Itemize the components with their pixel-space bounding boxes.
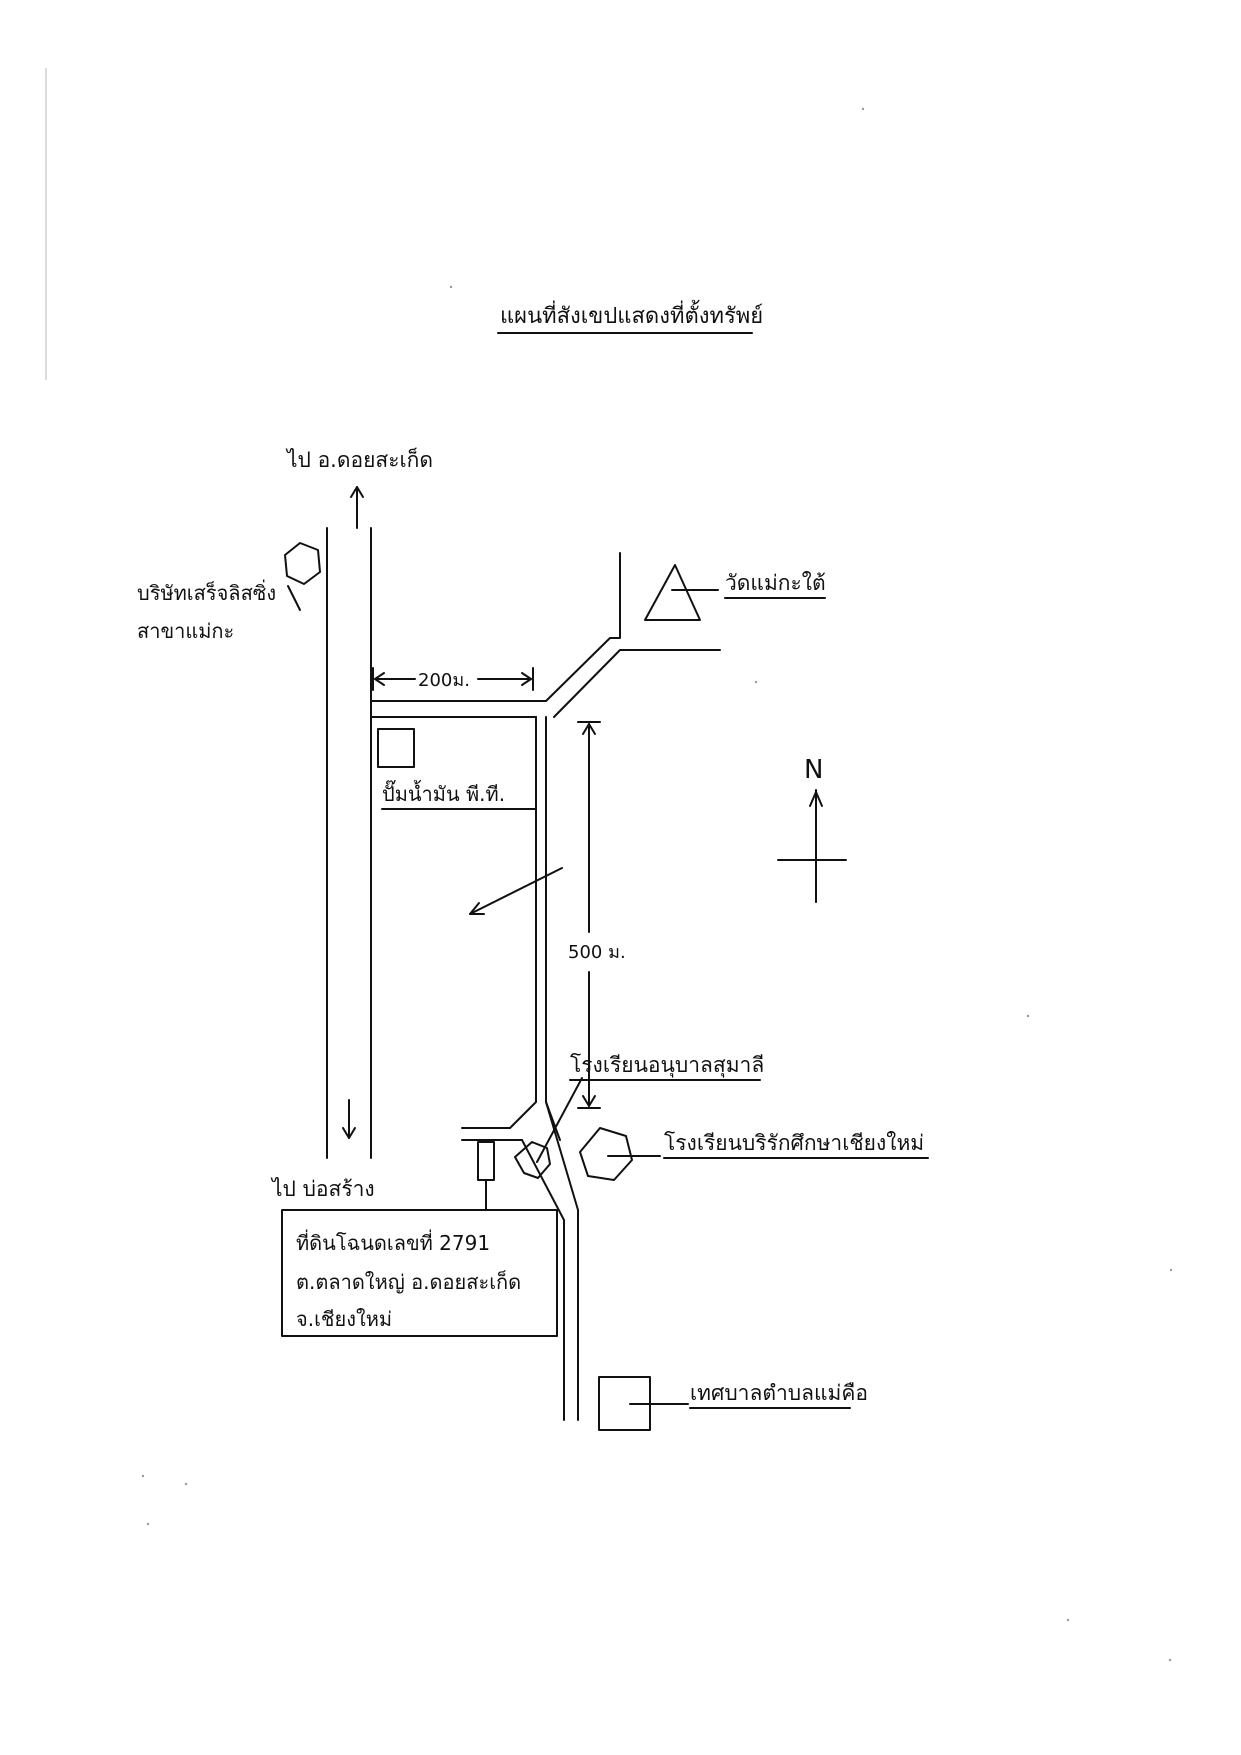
map-title: แผนที่สังเขปแสดงที่ตั้งทรัพย์ — [500, 300, 763, 329]
property-subdistrict-line: ต.ตลาดใหญ่ อ.ดอยสะเก็ด — [296, 1269, 521, 1294]
bank-label-line2: สาขาแม่กะ — [137, 619, 234, 643]
distance-500-label: 500 ม. — [568, 942, 626, 963]
main-road — [461, 716, 579, 1421]
municipality-label: เทศบาลตำบลแม่คือ — [690, 1381, 868, 1405]
north-arrow-icon — [350, 486, 364, 529]
temple-triangle-icon — [644, 564, 701, 621]
distance-500-marker — [577, 721, 601, 1109]
kindergarten-label: โรงเรียนอนุบาลสุมาลี — [570, 1053, 764, 1078]
compass-icon — [777, 789, 847, 903]
property-info-box — [281, 1209, 558, 1337]
property-province-line: จ.เชียงใหม่ — [296, 1307, 392, 1331]
hexagon-bank-icon — [284, 542, 321, 585]
school-hexagon-icon — [579, 1127, 633, 1181]
property-pointer-arrow-icon — [469, 867, 563, 915]
bank-label-line1: บริษัทเสร็จลิสซิ่ง — [137, 579, 276, 605]
south-road-label: ไป บ่อสร้าง — [270, 1177, 375, 1201]
temple-road — [545, 552, 721, 718]
connector-road — [370, 700, 547, 718]
distance-200-label: 200ม. — [418, 670, 470, 691]
school-label: โรงเรียนบริรักศึกษาเชียงใหม่ — [664, 1131, 924, 1155]
north-road-label: ไป อ.ดอยสะเก็ด — [285, 446, 433, 472]
distance-200-marker — [372, 667, 534, 691]
left-road — [326, 527, 372, 1159]
temple-label: วัดแม่กะใต้ — [725, 571, 826, 595]
gas-station-label: ปั๊มน้ำมัน พี.ที. — [382, 779, 505, 806]
property-marker-icon — [477, 1141, 495, 1181]
kindergarten-hexagon-icon — [514, 1141, 551, 1179]
property-deed-line: ที่ดินโฉนดเลขที่ 2791 — [296, 1229, 490, 1255]
north-label: N — [804, 755, 823, 785]
scan-specks — [141, 107, 1173, 1662]
gas-station-square-icon — [377, 728, 415, 768]
south-arrow-icon — [342, 1099, 356, 1139]
